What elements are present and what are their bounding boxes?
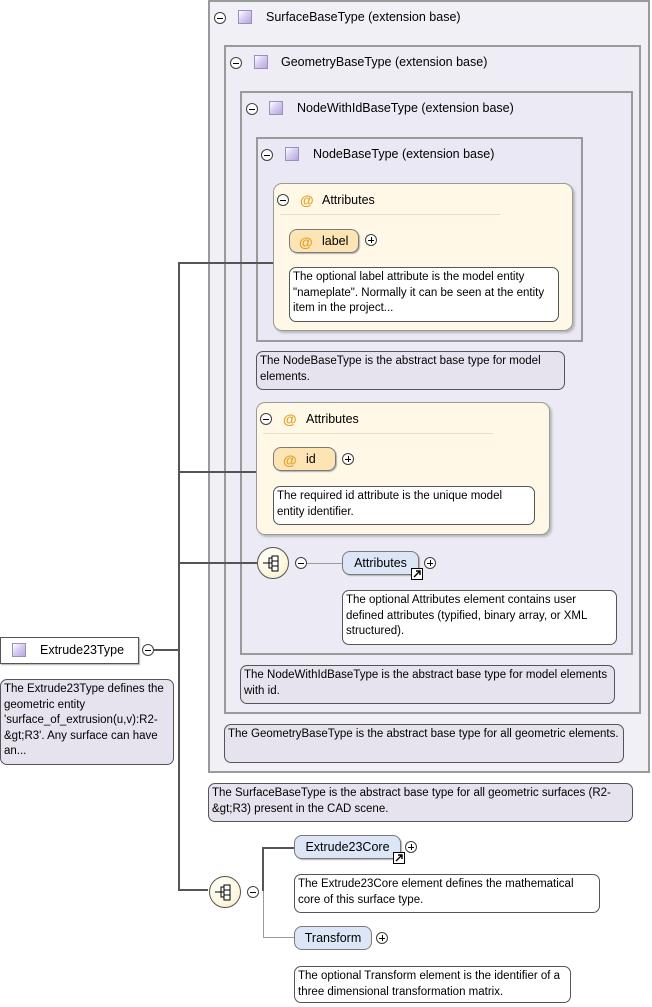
complex-type-icon bbox=[238, 10, 252, 24]
collapse-button[interactable] bbox=[142, 644, 154, 656]
collapse-button[interactable] bbox=[277, 194, 289, 206]
connector bbox=[154, 649, 180, 651]
complex-type-icon bbox=[285, 147, 299, 161]
extrude-core-doc: The Extrude23Core element defines the ma… bbox=[294, 874, 600, 913]
attribute-icon: @ bbox=[283, 452, 297, 468]
extrude-core-element[interactable]: Extrude23Core bbox=[294, 835, 401, 859]
sequence-icon[interactable] bbox=[257, 547, 289, 579]
attribute-icon: @ bbox=[283, 411, 297, 427]
geometry-base-doc: The GeometryBaseType is the abstract bas… bbox=[224, 724, 624, 763]
attributes-element-doc: The optional Attributes element contains… bbox=[342, 590, 617, 645]
collapse-button[interactable] bbox=[246, 103, 258, 115]
complex-type-icon bbox=[254, 55, 268, 69]
attributes-label: Attributes bbox=[322, 193, 375, 207]
connector bbox=[178, 562, 257, 564]
root-type-name: Extrude23Type bbox=[40, 643, 125, 657]
collapse-button[interactable] bbox=[230, 57, 242, 69]
expand-button[interactable] bbox=[376, 932, 388, 944]
divider bbox=[263, 433, 493, 434]
attribute-icon: @ bbox=[299, 234, 313, 250]
nodewithid-base-doc: The NodeWithIdBaseType is the abstract b… bbox=[240, 665, 615, 704]
expand-button[interactable] bbox=[342, 453, 354, 465]
connector bbox=[178, 471, 256, 473]
label-attribute-name: label bbox=[322, 234, 349, 248]
node-base-doc: The NodeBaseType is the abstract base ty… bbox=[256, 351, 565, 390]
transform-doc: The optional Transform element is the id… bbox=[294, 966, 571, 1003]
connector bbox=[263, 937, 294, 938]
complex-type-icon bbox=[12, 643, 26, 657]
root-type-doc: The Extrude23Type defines the geometric … bbox=[0, 679, 174, 765]
collapse-button[interactable] bbox=[295, 557, 307, 569]
collapse-button[interactable] bbox=[247, 886, 259, 898]
connector bbox=[262, 847, 264, 891]
nodewithid-base-title: NodeWithIdBaseType (extension base) bbox=[297, 101, 514, 115]
sequence-icon[interactable] bbox=[209, 876, 241, 908]
surface-base-doc: The SurfaceBaseType is the abstract base… bbox=[208, 783, 633, 822]
attributes-label: Attributes bbox=[306, 412, 359, 426]
complex-type-icon bbox=[269, 101, 283, 115]
expand-button[interactable] bbox=[424, 557, 436, 569]
link-arrow-icon[interactable] bbox=[393, 852, 405, 864]
divider bbox=[280, 214, 500, 215]
transform-element[interactable]: Transform bbox=[294, 926, 372, 950]
label-attribute-doc: The optional label attribute is the mode… bbox=[289, 267, 559, 322]
connector bbox=[307, 563, 343, 564]
root-type-box[interactable]: Extrude23Type bbox=[0, 637, 139, 664]
collapse-button[interactable] bbox=[214, 12, 226, 24]
id-attribute-name: id bbox=[306, 452, 316, 466]
geometry-base-title: GeometryBaseType (extension base) bbox=[281, 55, 488, 69]
node-base-title: NodeBaseType (extension base) bbox=[313, 147, 495, 161]
attributes-element[interactable]: Attributes bbox=[342, 551, 419, 575]
connector bbox=[262, 847, 294, 849]
attribute-icon: @ bbox=[300, 192, 314, 208]
id-attribute[interactable]: @ id bbox=[273, 447, 336, 471]
surface-base-title: SurfaceBaseType (extension base) bbox=[266, 10, 461, 24]
connector bbox=[178, 262, 180, 890]
expand-button[interactable] bbox=[365, 234, 377, 246]
connector bbox=[263, 891, 264, 938]
connector bbox=[178, 262, 273, 264]
id-attribute-doc: The required id attribute is the unique … bbox=[273, 486, 535, 525]
label-attribute[interactable]: @ label bbox=[289, 229, 359, 253]
link-arrow-icon[interactable] bbox=[411, 568, 423, 580]
connector bbox=[178, 889, 208, 891]
collapse-button[interactable] bbox=[261, 149, 273, 161]
expand-button[interactable] bbox=[405, 841, 417, 853]
collapse-button[interactable] bbox=[260, 413, 272, 425]
